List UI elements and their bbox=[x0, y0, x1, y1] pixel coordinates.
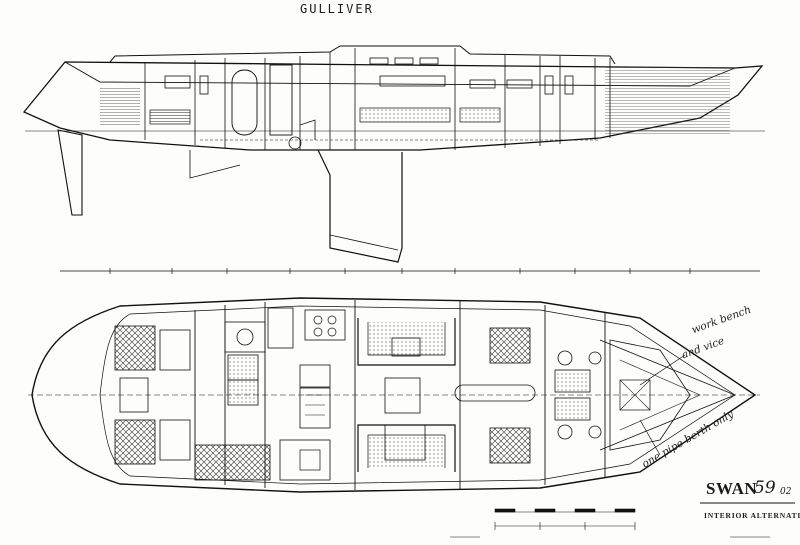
brand-logo-text: SWAN bbox=[706, 479, 758, 498]
drawing-title: GULLIVER bbox=[300, 2, 374, 16]
variant-number: 02 bbox=[780, 487, 792, 497]
graphic-scale bbox=[450, 508, 770, 538]
profile-view bbox=[22, 45, 765, 263]
model-number: 59 bbox=[754, 478, 776, 498]
station-scale bbox=[60, 268, 760, 274]
drawing-subtitle: INTERIOR ALTERNATIVES bbox=[704, 511, 800, 520]
plan-view bbox=[28, 297, 760, 493]
